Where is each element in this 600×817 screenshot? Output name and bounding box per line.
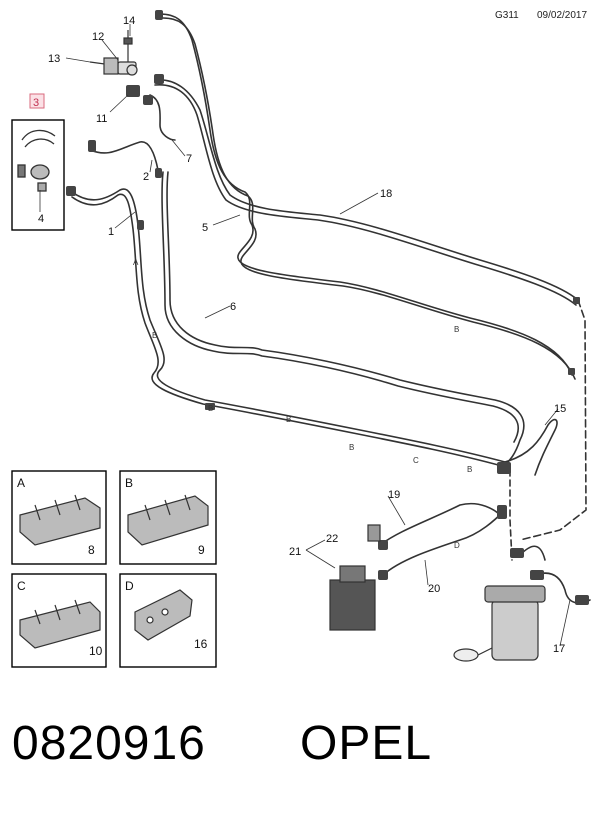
fuel-line-18 — [154, 79, 579, 301]
fuel-line-19 — [379, 502, 501, 546]
fuel-line-6 — [166, 171, 525, 466]
callout-12: 12 — [92, 31, 104, 43]
fuel-line-20b — [509, 469, 513, 561]
callout-5: 5 — [202, 222, 208, 234]
fuel-line-right — [519, 299, 587, 541]
callout-4: 4 — [38, 213, 44, 225]
callout-19: 19 — [388, 489, 400, 501]
line-letter-b: B — [467, 465, 472, 474]
callout-2: 2 — [143, 171, 149, 183]
diagram-date: 09/02/2017 — [537, 10, 588, 21]
callout-21: 21 — [289, 546, 301, 558]
fuel-line-5b — [162, 17, 576, 380]
line-letter-b: B — [208, 404, 213, 413]
inset-d-letter: D — [125, 579, 134, 593]
clip-9 — [127, 495, 209, 546]
valve-assembly — [89, 30, 138, 76]
brand-name: OPEL — [300, 717, 433, 770]
part-number: 0820916 — [12, 717, 206, 770]
clip-10 — [19, 601, 101, 649]
inset-c-part: 10 — [89, 644, 103, 658]
inset-a-part: 8 — [88, 543, 95, 557]
line-letter-b: B — [349, 443, 354, 452]
callout-1: 1 — [108, 226, 114, 238]
callout-18: 18 — [380, 188, 392, 200]
fuel-line-7 — [149, 94, 176, 141]
line-letter-b: B — [454, 325, 459, 334]
fuel-line-5 — [159, 13, 573, 376]
fuel-line-18b — [154, 84, 577, 306]
callout-3-box — [29, 93, 45, 109]
callout-11: 11 — [96, 113, 107, 125]
fuel-line-15 — [504, 418, 558, 476]
line-letter-c: C — [413, 456, 419, 465]
inset-d-box — [119, 573, 217, 668]
inset-b-letter: B — [125, 476, 133, 490]
inset-d-part: 16 — [194, 637, 208, 651]
callout-20: 20 — [428, 583, 440, 595]
line-letter-b: B — [152, 331, 157, 340]
callout-6: 6 — [230, 301, 236, 313]
inset-c-letter: C — [17, 579, 26, 593]
callout-22: 22 — [326, 533, 338, 545]
fuel-line-20 — [382, 509, 506, 576]
inset-a-box — [11, 470, 107, 565]
fuel-line-1 — [71, 188, 506, 463]
inset-a-letter: A — [17, 476, 25, 490]
fuel-line-6b — [161, 171, 519, 443]
inset-3-box — [11, 119, 65, 231]
fuel-line-1b — [71, 193, 503, 467]
inset-3-contents — [17, 129, 56, 192]
inset-b-part: 9 — [198, 543, 205, 557]
clip-8 — [19, 497, 101, 546]
carbon-canister — [329, 524, 381, 631]
fuel-pump-module — [453, 585, 546, 662]
line-letter-d: D — [454, 541, 460, 550]
line-letter-a: A — [133, 258, 139, 267]
callout-3: 3 — [33, 97, 39, 109]
callout-17: 17 — [553, 643, 565, 655]
inset-b-box — [119, 470, 217, 565]
callout-13: 13 — [48, 53, 60, 65]
diagram-code: G311 — [495, 10, 519, 21]
fuel-line-2 — [89, 141, 159, 171]
inset-c-box — [11, 573, 107, 668]
callout-15: 15 — [554, 403, 566, 415]
callout-14: 14 — [123, 15, 135, 27]
callout-7: 7 — [186, 153, 192, 165]
line-letter-b: B — [286, 415, 291, 424]
